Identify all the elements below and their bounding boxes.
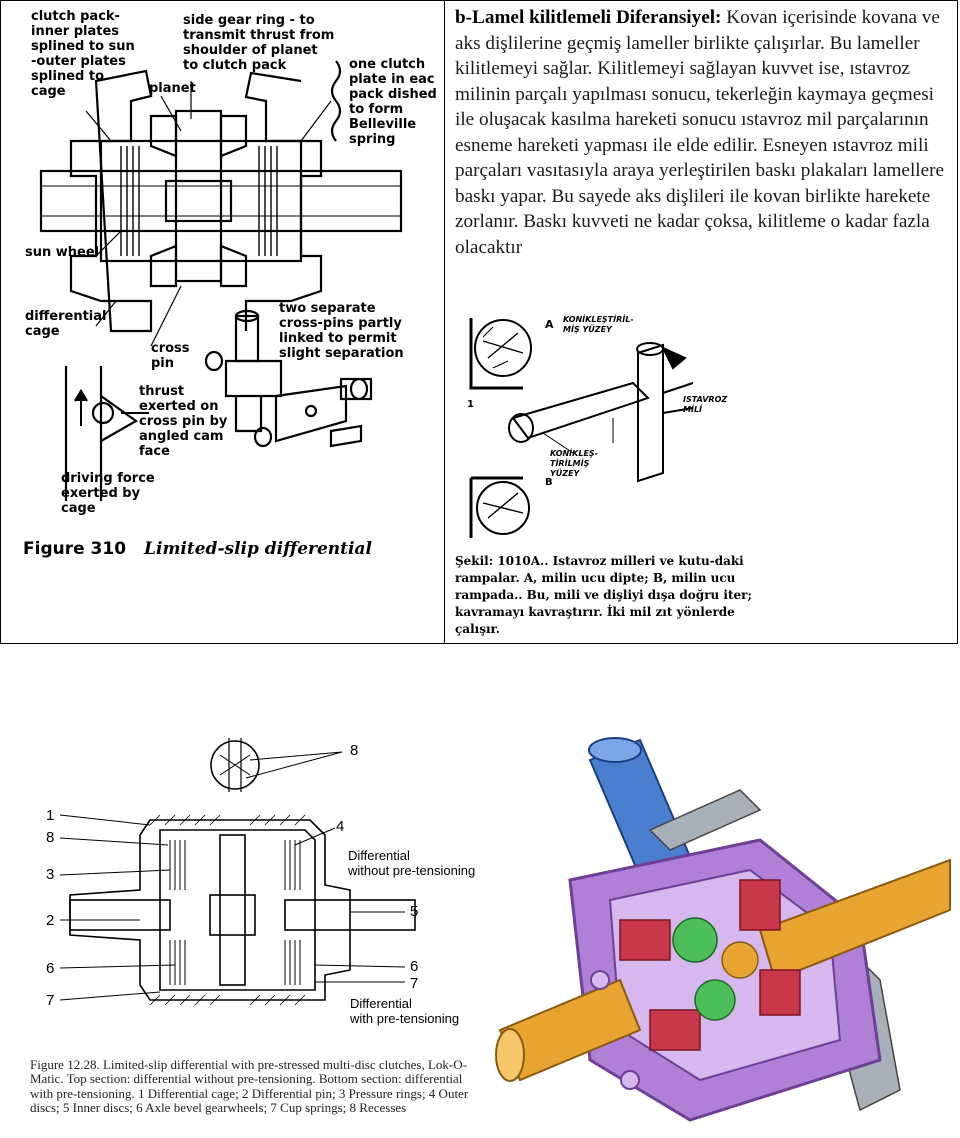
figure-1010a-drawing [469,318,694,538]
figure-1010a-caption: Şekil: 1010A.. Istavroz milleri ve kutu-… [455,554,752,636]
paragraph-body: Kovan içerisinde kovana ve aks dişlileri… [455,7,945,258]
label-with-pretension: Differential with pre-tensioning [350,996,460,1026]
colored-cutaway-illustration [495,737,951,1122]
figure-table: clutch pack- inner plates splined to sun… [0,0,958,644]
callout-1: 1 [46,807,55,824]
label-konik-yuzey-top: KONİKLEŞTİRİL- MİŞ YÜZEY [563,315,634,334]
callout-8: 8 [46,829,55,846]
label-clutch-pack: clutch pack- inner plates splined to sun… [31,9,135,99]
figure-310-title: Limited-slip differential [144,539,372,559]
figure-1228-drawing [59,738,416,1006]
label-istavroz-mili: ISTAVROZ MİLİ [683,395,728,414]
figure-310-number: Figure 310 [23,539,127,559]
label-driving-force: driving force exerted by cage [61,471,155,516]
paragraph: b-Lamel kilitlemeli Diferansiyel: Kovan … [455,5,945,260]
label-1010a-one: 1 [467,399,474,410]
label-konik-yuzey-bottom: KONİKLEŞ- TİRİLMİŞ YÜZEY [550,449,599,478]
paragraph-heading: b-Lamel kilitlemeli Diferansiyel: [455,7,722,28]
figure-310-caption: Figure 310 Limited-slip differential [23,539,372,559]
label-sun-wheel: sun wheel [25,245,100,260]
callout-7-right: 7 [410,975,419,992]
callout-4: 4 [336,818,345,835]
label-planet: planet [149,81,196,96]
figure-310-drawing [39,60,403,501]
label-1010a-a: A [545,318,554,331]
label-one-clutch-plate: one clutch plate in eac pack dished to f… [349,57,437,147]
label-two-separate: two separate cross-pins partly linked to… [279,301,404,361]
callout-6-left: 6 [46,960,55,977]
text-cell: b-Lamel kilitlemeli Diferansiyel: Kovan … [445,1,957,643]
callout-7-left: 7 [46,992,55,1009]
callout-6-right: 6 [410,958,419,975]
callout-5: 5 [410,903,419,920]
callout-2: 2 [46,912,55,929]
label-without-pretension: Differential without pre-tensioning [348,848,476,878]
label-thrust: thrust exerted on cross pin by angled ca… [139,384,228,459]
label-side-gear-ring: side gear ring - to transmit thrust from… [183,13,335,73]
label-1010a-b: B [545,477,553,488]
figure-310-cell: clutch pack- inner plates splined to sun… [1,1,445,643]
figure-1228-caption: Figure 12.28. Limited-slip differential … [30,1057,469,1115]
label-cross-pin: cross pin [151,341,190,371]
label-differential-cage: differential cage [25,309,107,339]
callout-8-top: 8 [350,742,359,759]
callout-3: 3 [46,866,55,883]
